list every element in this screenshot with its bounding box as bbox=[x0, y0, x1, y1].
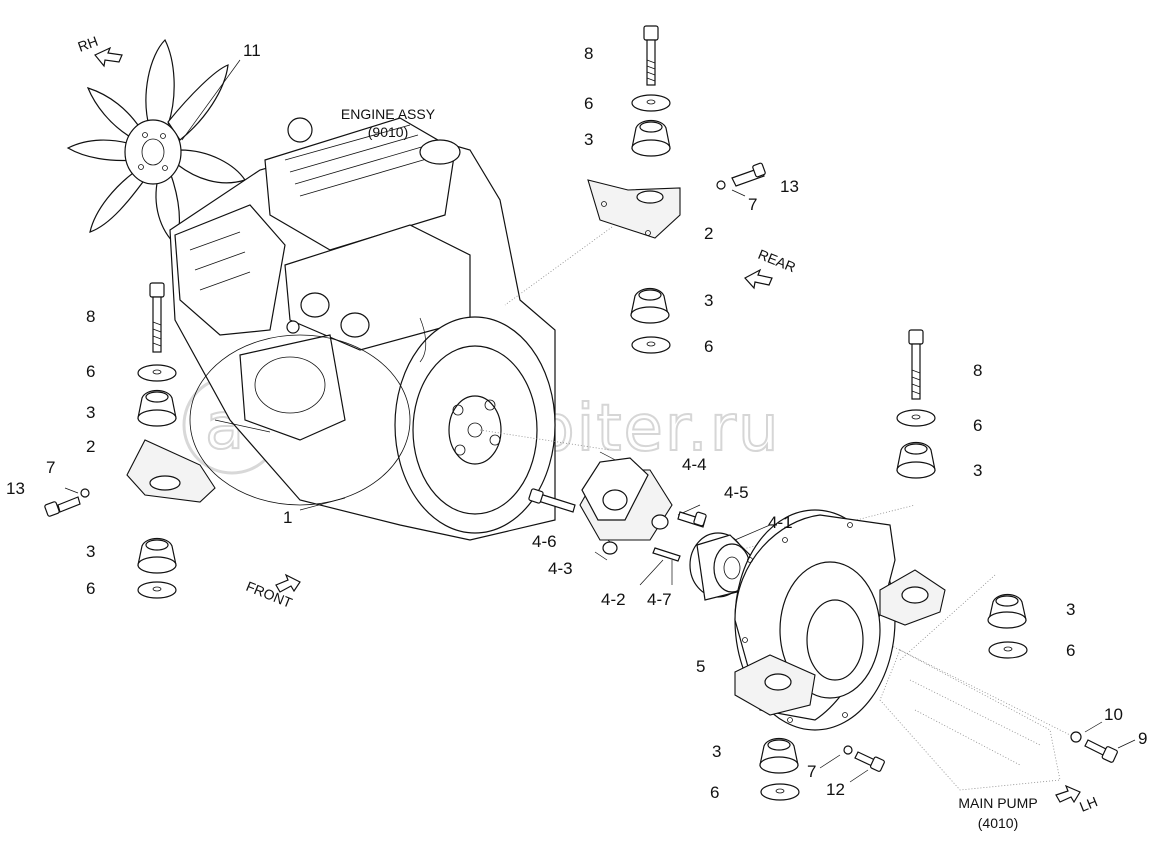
mount-stack-front-right bbox=[896, 329, 936, 479]
part-label: 8 bbox=[973, 361, 982, 380]
part-label: 6 bbox=[86, 362, 95, 381]
direction-arrows bbox=[94, 46, 1081, 804]
part-labels: 11 8 6 3 13 7 2 3 6 8 6 3 2 7 13 1 3 6 4… bbox=[6, 41, 1147, 802]
part-label: 13 bbox=[6, 479, 25, 498]
part-label: 11 bbox=[243, 41, 261, 60]
part-label: 8 bbox=[86, 307, 95, 326]
part-label: 1 bbox=[283, 508, 292, 527]
engine-assy bbox=[169, 117, 556, 541]
part-label: 7 bbox=[807, 762, 816, 781]
rh-arrow-icon bbox=[94, 46, 123, 68]
part-label: 6 bbox=[710, 783, 719, 802]
part-label: 9 bbox=[1138, 729, 1147, 748]
part-label: 7 bbox=[46, 458, 55, 477]
part-label: 6 bbox=[973, 416, 982, 435]
direction-lh-label: LH bbox=[1077, 793, 1100, 815]
part-label: 6 bbox=[584, 94, 593, 113]
part-label: 2 bbox=[704, 224, 713, 243]
part-label: 4-1 bbox=[768, 513, 793, 532]
part-label: 5 bbox=[696, 657, 705, 676]
rear-arrow-icon bbox=[744, 268, 773, 290]
part-label: 4-7 bbox=[647, 590, 672, 609]
part-label: 4-2 bbox=[601, 590, 626, 609]
mount-stack-rear-mid bbox=[630, 287, 671, 354]
direction-rear-label: REAR bbox=[756, 246, 798, 275]
pump-bracket bbox=[734, 509, 1118, 801]
direction-rh-label: RH bbox=[76, 33, 100, 55]
part-label: 3 bbox=[712, 742, 721, 761]
part-label: 8 bbox=[584, 44, 593, 63]
part-label: 6 bbox=[86, 579, 95, 598]
part-label: 3 bbox=[704, 291, 713, 310]
engine-assy-caption: ENGINE ASSY bbox=[341, 106, 436, 122]
part-label: 6 bbox=[704, 337, 713, 356]
mount-stack-front-left bbox=[44, 282, 216, 599]
part-label: 4-4 bbox=[682, 455, 707, 474]
main-pump-caption: MAIN PUMP bbox=[958, 795, 1037, 811]
part-label: 12 bbox=[826, 780, 845, 799]
part-label: 4-6 bbox=[532, 532, 557, 551]
part-label: 3 bbox=[1066, 600, 1075, 619]
engine-assy-code: (9010) bbox=[368, 124, 408, 140]
part-label: 3 bbox=[86, 403, 95, 422]
flexible-coupling bbox=[528, 457, 751, 601]
main-pump-code: (4010) bbox=[978, 815, 1018, 831]
part-label: 10 bbox=[1104, 705, 1123, 724]
front-arrow-icon bbox=[275, 573, 301, 593]
mount-stack-rear-right bbox=[587, 25, 766, 239]
part-label: 3 bbox=[584, 130, 593, 149]
part-label: 4-5 bbox=[724, 483, 749, 502]
part-label: 6 bbox=[1066, 641, 1075, 660]
part-label: 7 bbox=[748, 195, 757, 214]
part-label: 2 bbox=[86, 437, 95, 456]
part-label: 3 bbox=[86, 542, 95, 561]
cooling-fan bbox=[66, 38, 246, 247]
part-label: 13 bbox=[780, 177, 799, 196]
lh-arrow-icon bbox=[1055, 784, 1081, 804]
part-label: 3 bbox=[973, 461, 982, 480]
part-label: 4-3 bbox=[548, 559, 573, 578]
